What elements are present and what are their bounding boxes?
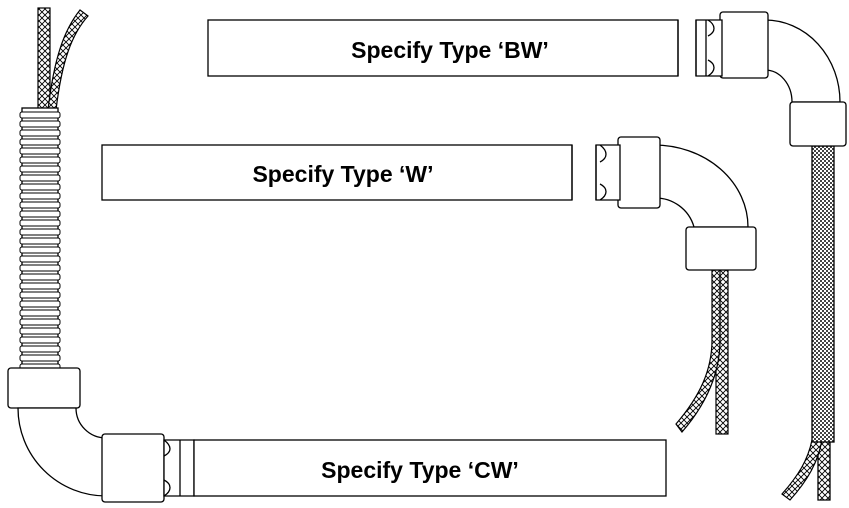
cw-armor-ring (19, 120, 61, 128)
bw-lower-collar (789, 101, 847, 147)
cw-armor-ring (19, 192, 61, 200)
cw-armor-ring (19, 291, 61, 299)
w-heater-body (101, 144, 573, 201)
cw-armor-ring (19, 156, 61, 164)
cw-elbow (17, 407, 107, 497)
w-upper-collar (617, 136, 661, 209)
bw-upper-collar (719, 11, 769, 79)
cw-armor-ring (19, 336, 61, 344)
w-type-label: Specify Type ‘W’ (252, 161, 433, 187)
cw-lead-wire-curved (47, 9, 89, 111)
cw-armor-ring (19, 219, 61, 227)
w-lower-collar (685, 226, 757, 271)
w-elbow (653, 144, 749, 228)
cw-lower-collar (101, 433, 165, 503)
cw-armor-ring (19, 327, 61, 335)
cw-armor-ring (19, 147, 61, 155)
w-neck (595, 144, 621, 201)
cw-upper-collar (7, 367, 81, 409)
cw-armor-ring (19, 201, 61, 209)
bw-heater-body (207, 19, 679, 77)
cw-armor-ring (19, 354, 61, 362)
cw-armor-ring (19, 300, 61, 308)
cw-armor-ring (19, 345, 61, 353)
cw-armor-ring (19, 273, 61, 281)
bw-neck (695, 19, 723, 77)
heater-cw: Specify Type ‘CW’ (7, 7, 667, 503)
cw-armor-ring (19, 255, 61, 263)
cw-heater-body (193, 439, 667, 497)
heater-bw: Specify Type ‘BW’ (207, 11, 847, 501)
cw-armor-ring (19, 237, 61, 245)
cw-type-label: Specify Type ‘CW’ (321, 457, 519, 483)
bw-type-label: Specify Type ‘BW’ (351, 37, 549, 63)
cw-armor-ring (19, 246, 61, 254)
cw-armor-ring (19, 264, 61, 272)
cw-lead-wire (37, 7, 51, 111)
bw-braided-sheath (811, 145, 835, 443)
heater-w: Specify Type ‘W’ (101, 136, 757, 435)
bw-lead-wire-curved (781, 439, 823, 501)
cw-armor-ring (19, 309, 61, 317)
cw-armor-ring (19, 111, 61, 119)
bw-elbow (764, 19, 841, 103)
cw-armor-ring (19, 165, 61, 173)
cw-armor-ring (19, 129, 61, 137)
cw-armor-ring (19, 138, 61, 146)
cw-armor-ring (19, 174, 61, 182)
cw-armor-ring (19, 183, 61, 191)
cw-neck (163, 439, 195, 497)
cw-armor-ring (19, 282, 61, 290)
cw-armor-ring (19, 228, 61, 236)
cw-armor-ring (19, 210, 61, 218)
cw-flexible-armor (19, 107, 61, 371)
cw-armor-ring (19, 318, 61, 326)
w-lead-wire-curved (675, 269, 721, 433)
